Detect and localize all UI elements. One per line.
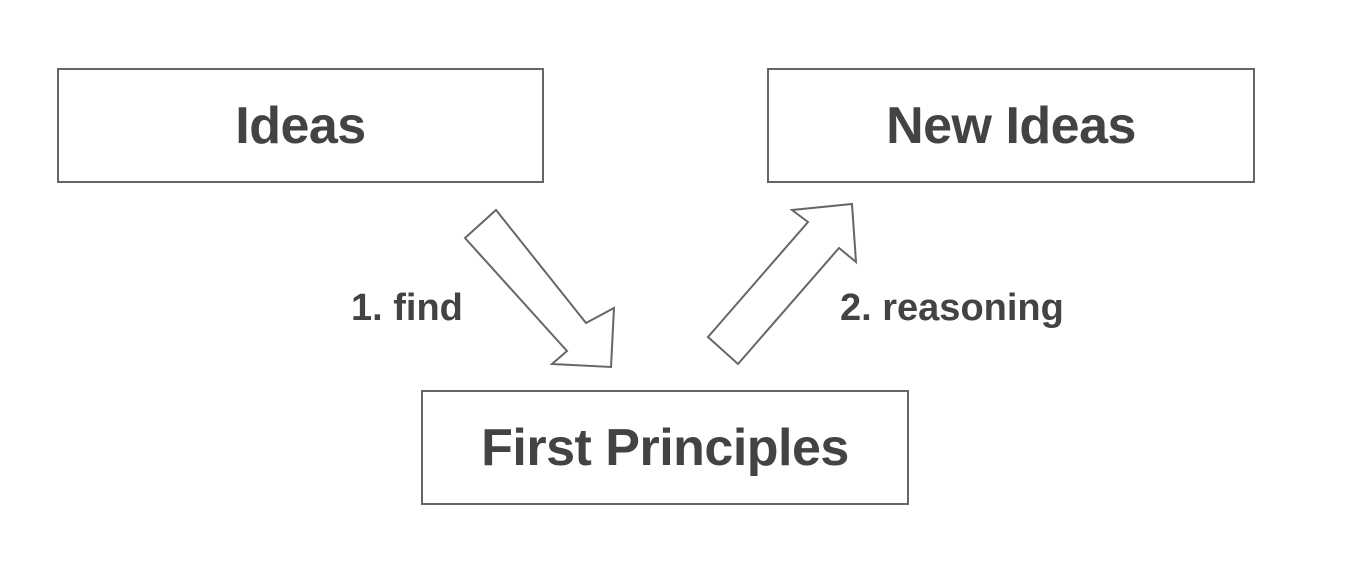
- reasoning-step-label: 2. reasoning: [840, 287, 1064, 329]
- ideas-box: Ideas: [57, 68, 544, 183]
- new-ideas-label: New Ideas: [886, 96, 1136, 155]
- first-principles-label: First Principles: [481, 418, 849, 477]
- ideas-label: Ideas: [235, 96, 366, 155]
- find-arrow: [463, 208, 616, 369]
- reasoning-arrow: [706, 202, 858, 366]
- first-principles-box: First Principles: [421, 390, 909, 505]
- new-ideas-box: New Ideas: [767, 68, 1255, 183]
- find-step-label: 1. find: [351, 287, 463, 329]
